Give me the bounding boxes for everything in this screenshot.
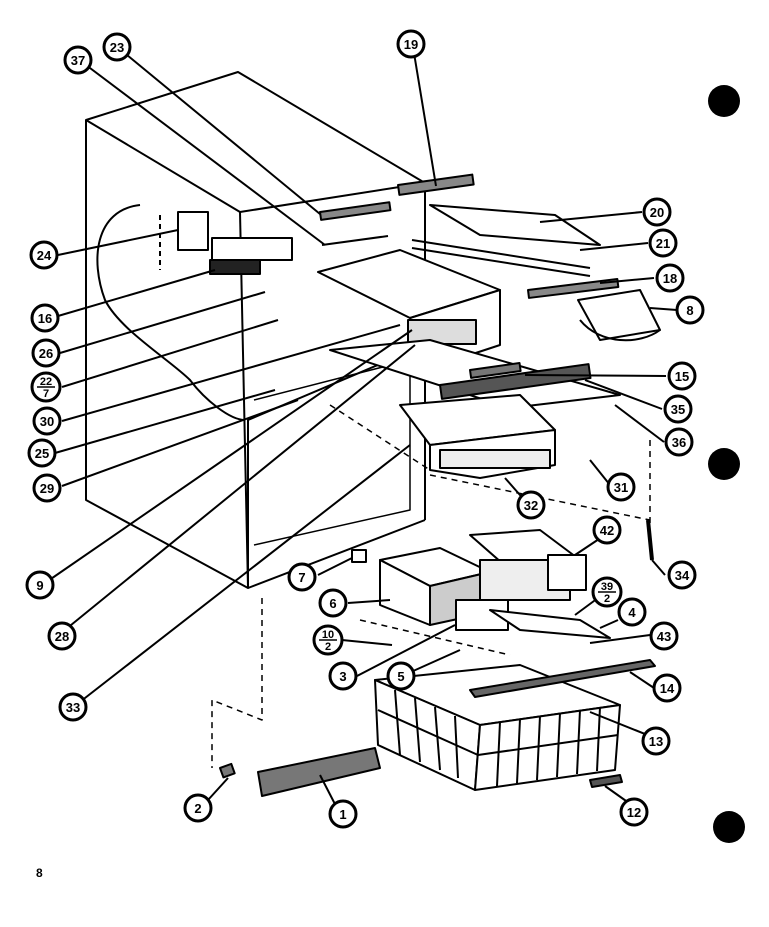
rail-14 [469, 659, 656, 698]
page-number: 8 [36, 866, 43, 880]
svg-text:4: 4 [628, 605, 636, 620]
svg-text:2: 2 [194, 801, 201, 816]
callout-22-7: 227 [30, 371, 62, 403]
svg-text:25: 25 [35, 446, 49, 461]
callout-2: 2 [183, 793, 213, 823]
svg-text:24: 24 [37, 248, 52, 263]
svg-text:42: 42 [600, 523, 614, 538]
punch-holes [708, 85, 745, 843]
svg-text:28: 28 [55, 629, 69, 644]
callout-18: 18 [655, 263, 685, 293]
callout-32: 32 [516, 490, 546, 520]
callout-31: 31 [606, 472, 636, 502]
svg-text:12: 12 [627, 805, 641, 820]
callout-1: 1 [328, 799, 358, 829]
lower-box [379, 547, 509, 631]
svg-text:16: 16 [38, 311, 52, 326]
callout-16: 16 [30, 303, 60, 333]
svg-text:26: 26 [39, 346, 53, 361]
svg-text:35: 35 [671, 402, 685, 417]
callout-33: 33 [58, 692, 88, 722]
callout-5: 5 [386, 661, 416, 691]
callout-28: 28 [47, 621, 77, 651]
callout-15: 15 [667, 361, 697, 391]
svg-text:32: 32 [524, 498, 538, 513]
callout-42: 42 [592, 515, 622, 545]
callout-7: 7 [287, 562, 317, 592]
callout-37: 37 [63, 45, 93, 75]
callout-21: 21 [648, 228, 678, 258]
ice-maker [469, 529, 611, 639]
lower-drawer [399, 394, 556, 479]
svg-text:34: 34 [675, 568, 690, 583]
svg-text:18: 18 [663, 271, 677, 286]
svg-text:23: 23 [110, 40, 124, 55]
wire-basket [374, 664, 621, 791]
control-housing [159, 211, 293, 275]
svg-text:21: 21 [656, 236, 670, 251]
svg-text:29: 29 [40, 481, 54, 496]
svg-text:22: 22 [40, 376, 52, 388]
callout-6: 6 [318, 588, 348, 618]
leveling-screw [218, 762, 236, 779]
svg-text:15: 15 [675, 369, 689, 384]
svg-text:5: 5 [397, 669, 404, 684]
svg-text:9: 9 [36, 578, 43, 593]
callout-19: 19 [396, 29, 426, 59]
callouts: 23 37 19 20 21 18 8 24 16 26 227 30 25 2… [25, 29, 705, 829]
svg-text:31: 31 [614, 480, 628, 495]
svg-text:36: 36 [672, 435, 686, 450]
callout-4: 4 [617, 597, 647, 627]
callout-30: 30 [32, 406, 62, 436]
callout-9: 9 [25, 570, 55, 600]
trim-12 [589, 774, 623, 788]
svg-text:6: 6 [329, 596, 336, 611]
svg-text:37: 37 [71, 53, 85, 68]
svg-text:19: 19 [404, 37, 418, 52]
svg-text:39: 39 [601, 581, 613, 593]
svg-text:2: 2 [325, 641, 331, 653]
callout-8: 8 [675, 295, 705, 325]
svg-text:33: 33 [66, 700, 80, 715]
callout-29: 29 [32, 473, 62, 503]
callout-24: 24 [29, 240, 59, 270]
svg-text:30: 30 [40, 414, 54, 429]
callout-26: 26 [31, 338, 61, 368]
svg-text:10: 10 [322, 629, 334, 641]
middle-shelf [329, 339, 621, 409]
svg-text:20: 20 [650, 205, 664, 220]
clip-7 [351, 549, 367, 563]
punch-hole-top [708, 85, 740, 117]
svg-text:7: 7 [43, 388, 49, 400]
callout-12: 12 [619, 797, 649, 827]
crisper-parts [577, 289, 661, 342]
svg-text:7: 7 [298, 570, 305, 585]
leg-34 [646, 519, 654, 561]
svg-text:1: 1 [339, 807, 346, 822]
callout-25: 25 [27, 438, 57, 468]
svg-text:14: 14 [660, 681, 675, 696]
svg-text:2: 2 [604, 593, 610, 605]
svg-text:3: 3 [339, 669, 346, 684]
callout-20: 20 [642, 197, 672, 227]
svg-text:13: 13 [649, 734, 663, 749]
callout-23: 23 [102, 32, 132, 62]
punch-hole-bottom [713, 811, 745, 843]
base-grille [257, 747, 381, 797]
svg-text:8: 8 [686, 303, 693, 318]
callout-14: 14 [652, 673, 682, 703]
callout-35: 35 [663, 394, 693, 424]
callout-39-2: 392 [591, 576, 623, 608]
callout-13: 13 [641, 726, 671, 756]
callout-36: 36 [664, 427, 694, 457]
callout-43: 43 [649, 621, 679, 651]
top-right-shelf [411, 204, 620, 299]
callout-34: 34 [667, 560, 697, 590]
callout-3: 3 [328, 661, 358, 691]
callout-10-2: 102 [312, 624, 344, 656]
punch-hole-middle [708, 448, 740, 480]
svg-text:43: 43 [657, 629, 671, 644]
